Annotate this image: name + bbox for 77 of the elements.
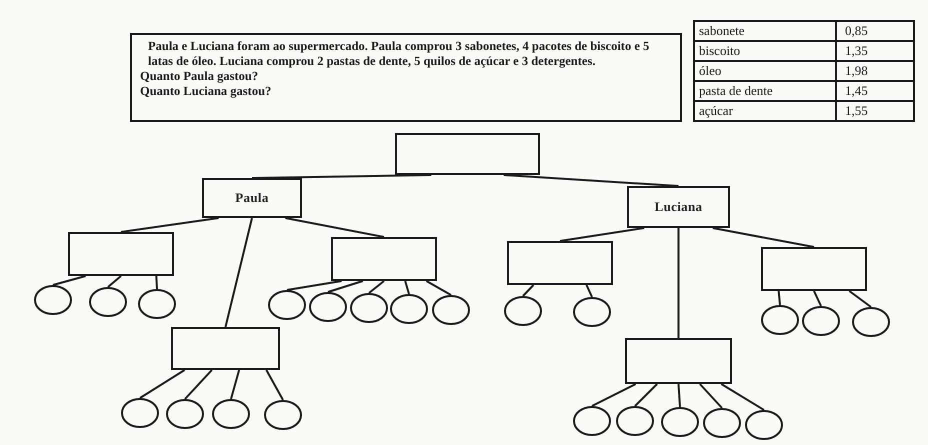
connector-line: [778, 290, 781, 306]
name-box: [202, 178, 302, 218]
problem-text: Quanto Luciana gastou?: [140, 84, 272, 99]
connector-line: [720, 383, 765, 411]
connector-line: [404, 280, 410, 294]
table-cell: açúcar: [695, 102, 837, 120]
connector-line: [504, 174, 679, 187]
empty-circle: [34, 285, 72, 315]
empty-circle: [745, 410, 783, 440]
table-cell-text: 1,45: [844, 82, 869, 100]
connector-line: [139, 369, 186, 399]
empty-circle: [212, 399, 250, 429]
empty-circle: [138, 289, 176, 319]
empty-box: [507, 241, 613, 285]
empty-box: [68, 232, 174, 276]
empty-box: [395, 133, 540, 175]
empty-box: [625, 338, 732, 384]
empty-circle: [761, 305, 799, 335]
table-cell-text: 0,85: [844, 22, 869, 40]
connector-line: [252, 174, 432, 179]
connector-line: [522, 284, 534, 297]
connector-line: [155, 276, 158, 290]
empty-box: [331, 237, 437, 281]
empty-circle: [264, 400, 302, 430]
empty-circle: [350, 293, 388, 323]
connector-line: [286, 280, 342, 291]
empty-circle: [703, 408, 741, 438]
connector-line: [230, 370, 240, 400]
table-cell-text: 1,98: [844, 62, 869, 80]
problem-text-box: [130, 33, 682, 122]
problem-text: Quanto Paula gastou?: [140, 69, 260, 84]
node-label: Luciana: [654, 198, 702, 216]
connector-line: [107, 275, 122, 288]
table-cell: biscoito: [695, 42, 837, 60]
connector-line: [560, 227, 644, 242]
connector-line: [368, 280, 385, 294]
table-cell-text: 1,35: [844, 42, 869, 60]
connector-line: [712, 227, 814, 248]
empty-circle: [661, 407, 699, 437]
empty-circle: [390, 294, 428, 324]
table-cell-text: 1,55: [844, 102, 869, 120]
empty-circle: [268, 290, 306, 320]
empty-circle: [504, 296, 542, 326]
connector-line: [678, 384, 681, 408]
connector-line: [328, 280, 364, 293]
connector-line: [426, 280, 452, 296]
empty-circle: [573, 406, 611, 436]
connector-line: [285, 217, 384, 238]
connector-line: [184, 369, 213, 400]
empty-circle: [89, 287, 127, 317]
name-box: [627, 186, 730, 228]
empty-circle: [852, 307, 890, 337]
empty-circle: [121, 398, 159, 428]
connector-line: [699, 383, 723, 409]
connector-line: [813, 290, 822, 306]
table-cell: sabonete: [695, 22, 837, 40]
empty-circle: [802, 306, 840, 336]
connector-line: [120, 217, 219, 233]
empty-circle: [166, 399, 204, 429]
connector-line: [224, 218, 253, 328]
empty-circle: [309, 292, 347, 322]
empty-circle: [573, 297, 611, 327]
node-label: Paula: [235, 189, 269, 208]
empty-circle: [616, 406, 654, 436]
connector-line: [266, 370, 284, 400]
table-cell: pasta de dente: [695, 82, 837, 100]
empty-box: [171, 327, 280, 370]
connector-line: [634, 383, 658, 407]
connector-line: [592, 383, 636, 407]
connector-line: [678, 228, 680, 338]
empty-box: [761, 247, 867, 291]
connector-line: [52, 275, 86, 286]
empty-circle: [432, 295, 470, 325]
connector-line: [586, 284, 593, 298]
table-cell: óleo: [695, 62, 837, 80]
problem-text: Paula e Luciana foram ao supermercado. Paula comprou 3 sabonetes, 4 pacotes de biscoito e 5 latas de óleo. Luciana comprou 2 pastas de dente, 5 quilos de açúcar e 3 detergentes.: [147, 39, 650, 69]
connector-line: [848, 290, 872, 308]
